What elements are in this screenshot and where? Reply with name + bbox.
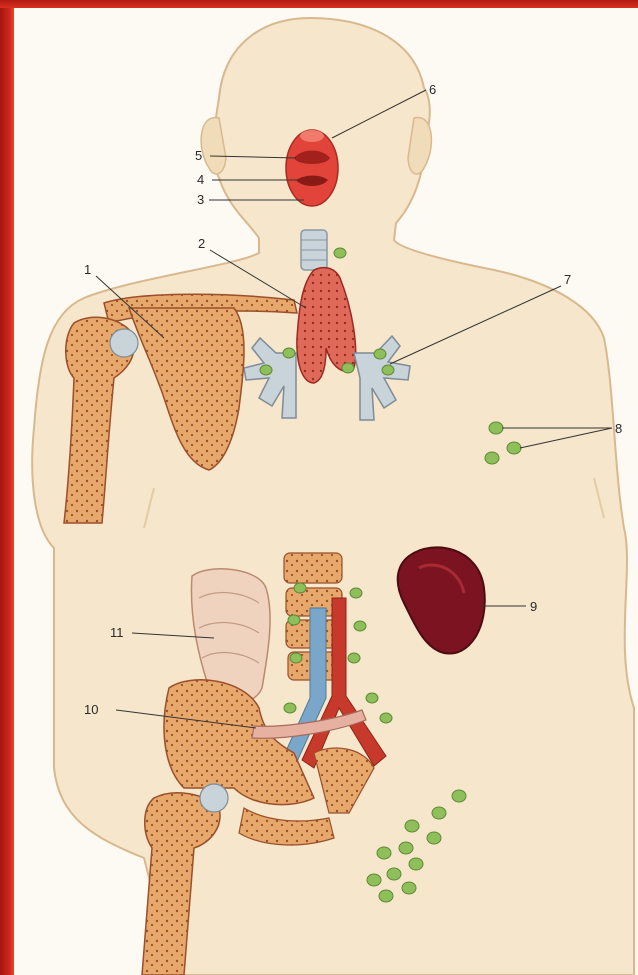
shoulder-joint <box>110 329 138 357</box>
label-7: 7 <box>564 272 571 287</box>
label-1: 1 <box>84 262 91 277</box>
label-2: 2 <box>198 236 205 251</box>
label-9: 9 <box>530 599 537 614</box>
hip-joint <box>200 784 228 812</box>
anatomy-diagram: 1 2 3 4 5 6 7 8 9 10 11 <box>14 8 638 975</box>
label-8: 8 <box>615 421 622 436</box>
anatomy-canvas: 1 2 3 4 5 6 7 8 9 10 11 <box>14 8 638 975</box>
pharyngeal-tonsil <box>300 130 324 142</box>
label-3: 3 <box>197 192 204 207</box>
slide-top-bar <box>0 0 638 8</box>
label-10: 10 <box>84 702 98 717</box>
label-11: 11 <box>110 625 124 640</box>
label-4: 4 <box>197 172 204 187</box>
label-6: 6 <box>429 82 436 97</box>
label-5: 5 <box>195 148 202 163</box>
